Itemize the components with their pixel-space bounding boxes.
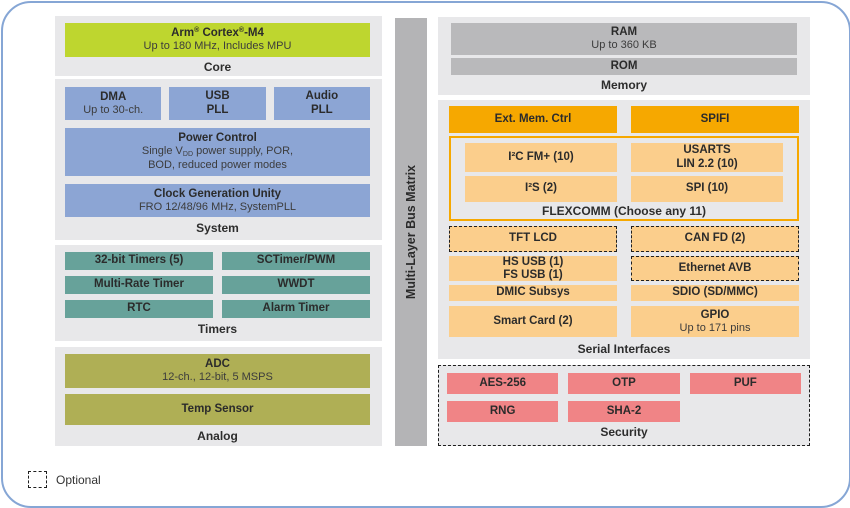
optional-legend-label: Optional [56,472,101,487]
group-label-flexcomm: FLEXCOMM (Choose any 11) [541,204,707,218]
block-subtitle: Up to 180 MHz, Includes MPU [143,40,292,53]
block-clock-generation: Clock Generation Unity FRO 12/48/96 MHz,… [65,184,370,217]
panel-analog: ADC 12-ch., 12-bit, 5 MSPS Temp Sensor A… [55,347,382,446]
block-32bit-timers: 32-bit Timers (5) [65,252,213,270]
block-usarts-lin: USARTS LIN 2.2 (10) [631,143,783,172]
block-aes-256: AES-256 [447,373,559,394]
block-dma: DMA Up to 30-ch. [65,87,162,120]
panel-serial-interfaces: Ext. Mem. Ctrl SPIFI I²C FM+ (10) USARTS… [438,100,810,359]
panel-system: DMA Up to 30-ch. USB PLL Audio PLL Power… [55,79,382,240]
power-line1: Single VDD power supply, POR, [141,145,294,159]
block-i2s: I²S (2) [465,176,617,202]
block-can-fd: CAN FD (2) [631,226,799,252]
block-ram: RAM Up to 360 KB [451,23,797,55]
block-ethernet-avb: Ethernet AVB [631,256,799,281]
block-power-control: Power Control Single VDD power supply, P… [65,128,370,176]
panel-memory: RAM Up to 360 KB ROM Memory [438,17,810,95]
block-hs-fs-usb: HS USB (1) FS USB (1) [449,256,617,281]
block-rom: ROM [451,58,797,75]
section-label-security: Security [600,425,648,439]
block-sctimer-pwm: SCTimer/PWM [222,252,370,270]
block-i2c-fm: I²C FM+ (10) [465,143,617,172]
block-smart-card: Smart Card (2) [449,306,617,337]
section-label-memory: Memory [600,78,647,92]
optional-legend: Optional [28,471,101,488]
block-multi-rate-timer: Multi-Rate Timer [65,276,213,294]
block-alarm-timer: Alarm Timer [222,300,370,318]
block-sha-2: SHA-2 [568,401,680,422]
multi-layer-bus-matrix-bar: Multi-Layer Bus Matrix [395,18,427,446]
block-adc: ADC 12-ch., 12-bit, 5 MSPS [65,354,370,388]
block-title: Arm® Cortex®-M4 [171,27,264,40]
security-grid-spacer [690,401,801,422]
section-label-serial-interfaces: Serial Interfaces [577,342,671,356]
block-rtc: RTC [65,300,213,318]
block-sdio: SDIO (SD/MMC) [631,285,799,301]
block-usb-pll: USB PLL [169,87,266,120]
block-spi: SPI (10) [631,176,783,202]
section-label-core: Core [203,60,232,74]
block-spifi: SPIFI [631,106,799,133]
block-audio-pll: Audio PLL [273,87,370,120]
panel-timers: 32-bit Timers (5) SCTimer/PWM Multi-Rate… [55,245,382,341]
block-wwdt: WWDT [222,276,370,294]
block-temp-sensor: Temp Sensor [65,394,370,425]
bus-matrix-label: Multi-Layer Bus Matrix [404,164,418,300]
block-rng: RNG [447,401,559,422]
block-ext-mem-ctrl: Ext. Mem. Ctrl [449,106,617,133]
block-tft-lcd: TFT LCD [449,226,617,252]
section-label-timers: Timers [197,322,238,336]
block-gpio: GPIO Up to 171 pins [631,306,799,337]
optional-dashed-box-icon [28,471,47,488]
block-dmic-subsys: DMIC Subsys [449,285,617,301]
panel-core: Arm® Cortex®-M4 Up to 180 MHz, Includes … [55,16,382,76]
section-label-analog: Analog [197,429,238,443]
group-flexcomm: I²C FM+ (10) USARTS LIN 2.2 (10) I²S (2)… [449,136,799,221]
block-cortex-m4: Arm® Cortex®-M4 Up to 180 MHz, Includes … [65,23,370,57]
section-label-system: System [196,221,239,235]
panel-security: AES-256 OTP PUF RNG SHA-2 Security [438,365,810,446]
block-puf: PUF [689,373,801,394]
block-otp: OTP [568,373,680,394]
